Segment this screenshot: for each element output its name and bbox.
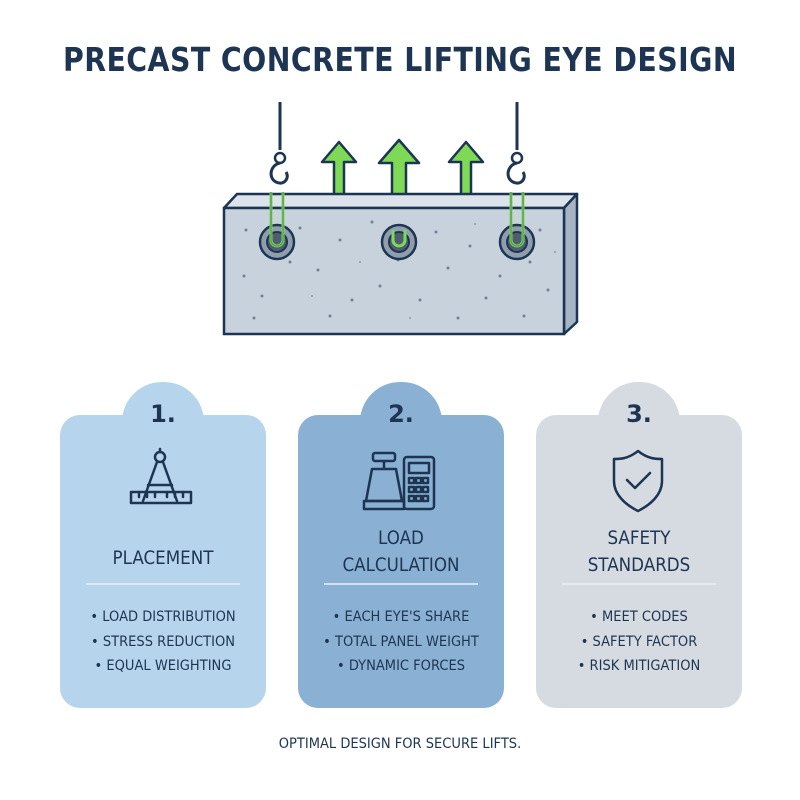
divider — [562, 583, 716, 585]
list-item: DYNAMIC FORCES — [308, 654, 493, 679]
card-title: PLACEMENT — [112, 547, 214, 569]
lifting-illustration — [222, 102, 579, 336]
list-item: EQUAL WEIGHTING — [70, 654, 255, 679]
card-list: EACH EYE'S SHARE TOTAL PANEL WEIGHT DYNA… — [298, 605, 504, 679]
list-item: MEET CODES — [546, 605, 731, 630]
list-item: TOTAL PANEL WEIGHT — [308, 630, 493, 655]
card-title: CALCULATION — [342, 554, 460, 576]
card-title: STANDARDS — [587, 554, 691, 576]
shield-check-icon — [612, 449, 664, 513]
placement-card: PLACEMENT LOAD DISTRIBUTION STRESS REDUC… — [60, 415, 266, 708]
compass-ruler-icon — [129, 447, 193, 505]
footer-caption: OPTIMAL DESIGN FOR SECURE LIFTS. — [278, 736, 522, 752]
card-title: SAFETY — [607, 527, 671, 549]
step-number: 1. — [150, 400, 176, 428]
safety-standards-card: SAFETY STANDARDS MEET CODES SAFETY FACTO… — [536, 415, 742, 708]
card-list: LOAD DISTRIBUTION STRESS REDUCTION EQUAL… — [60, 605, 266, 679]
up-arrow-icon — [447, 140, 485, 198]
crane-hook-icon — [506, 102, 526, 185]
lifting-eye-icon — [258, 192, 296, 261]
step-number: 3. — [626, 400, 652, 428]
list-item: STRESS REDUCTION — [70, 630, 255, 655]
list-item: LOAD DISTRIBUTION — [70, 605, 255, 630]
scale-calculator-icon — [362, 451, 436, 511]
lifting-eye-icon — [498, 192, 536, 261]
card-title: LOAD — [378, 527, 424, 549]
card-list: MEET CODES SAFETY FACTOR RISK MITIGATION — [536, 605, 742, 679]
list-item: RISK MITIGATION — [546, 654, 731, 679]
up-arrow-icon — [320, 140, 358, 198]
step-number: 2. — [388, 400, 414, 428]
divider — [86, 583, 240, 585]
lifting-eye-icon — [380, 223, 418, 261]
page-title: PRECAST CONCRETE LIFTING EYE DESIGN — [62, 40, 738, 79]
concrete-panel-icon — [222, 192, 579, 336]
list-item: SAFETY FACTOR — [546, 630, 731, 655]
load-calculation-card: LOAD CALCULATION EACH EYE'S SHARE TOTAL … — [298, 415, 504, 708]
divider — [324, 583, 478, 585]
list-item: EACH EYE'S SHARE — [308, 605, 493, 630]
crane-hook-icon — [269, 102, 289, 185]
